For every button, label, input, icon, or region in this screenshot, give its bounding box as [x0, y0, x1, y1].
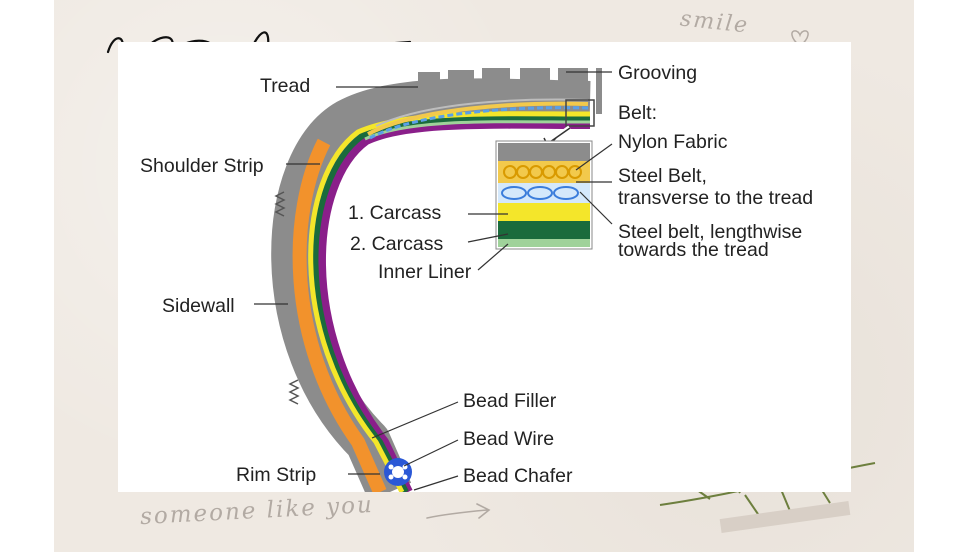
label-bead-chafer: Bead Chafer: [463, 465, 573, 487]
label-carcass-1: 1. Carcass: [348, 202, 441, 224]
detail-focus-box: [565, 99, 595, 127]
leader-lines: [254, 71, 613, 491]
tire-layers: [271, 78, 591, 492]
label-steel-belt-lengthwise-line2: towards the tread: [618, 239, 769, 261]
yellow-carcass: [308, 111, 591, 492]
label-bead-wire: Bead Wire: [463, 428, 554, 450]
green-carcass: [312, 114, 591, 492]
label-steel-belt-lengthwise-line1: Steel belt, lengthwise: [618, 221, 802, 243]
label-bead-filler: Bead Filler: [463, 390, 557, 412]
sidewall-ribs: [274, 191, 300, 405]
label-carcass-2: 2. Carcass: [350, 233, 443, 255]
steel-belt-blue: [369, 106, 589, 140]
label-steel-belt-transverse-line2: transverse to the tread: [618, 187, 813, 209]
orange-strip: [292, 138, 387, 492]
nylon-belt: [367, 101, 589, 136]
label-sidewall: Sidewall: [162, 295, 235, 317]
label-steel-belt-transverse-line1: Steel Belt,: [618, 165, 707, 187]
label-grooving: Grooving: [618, 62, 697, 84]
heart-icon: [791, 30, 809, 47]
tire-diagram-card: Tread Grooving Belt: Nylon Fabric Steel …: [118, 42, 851, 492]
grey-carcass-line: [375, 98, 589, 127]
tire-cross-section-diagram: Tread Grooving Belt: Nylon Fabric Steel …: [140, 62, 813, 492]
belt-detail-inset: [495, 140, 593, 250]
label-nylon-fabric: Nylon Fabric: [618, 131, 728, 153]
label-inner-liner: Inner Liner: [378, 261, 472, 283]
label-rim-strip: Rim Strip: [236, 464, 316, 486]
purple-liner: [316, 118, 591, 492]
tread-blocks: [418, 68, 602, 114]
bead-wire-bundle: [384, 458, 412, 486]
arrow-icon: [426, 503, 491, 519]
diagram-labels: Tread Grooving Belt: Nylon Fabric Steel …: [140, 62, 813, 487]
light-green-liner: [364, 120, 591, 141]
label-belt: Belt:: [618, 102, 657, 124]
label-tread: Tread: [260, 75, 310, 97]
label-shoulder-strip: Shoulder Strip: [140, 155, 264, 177]
